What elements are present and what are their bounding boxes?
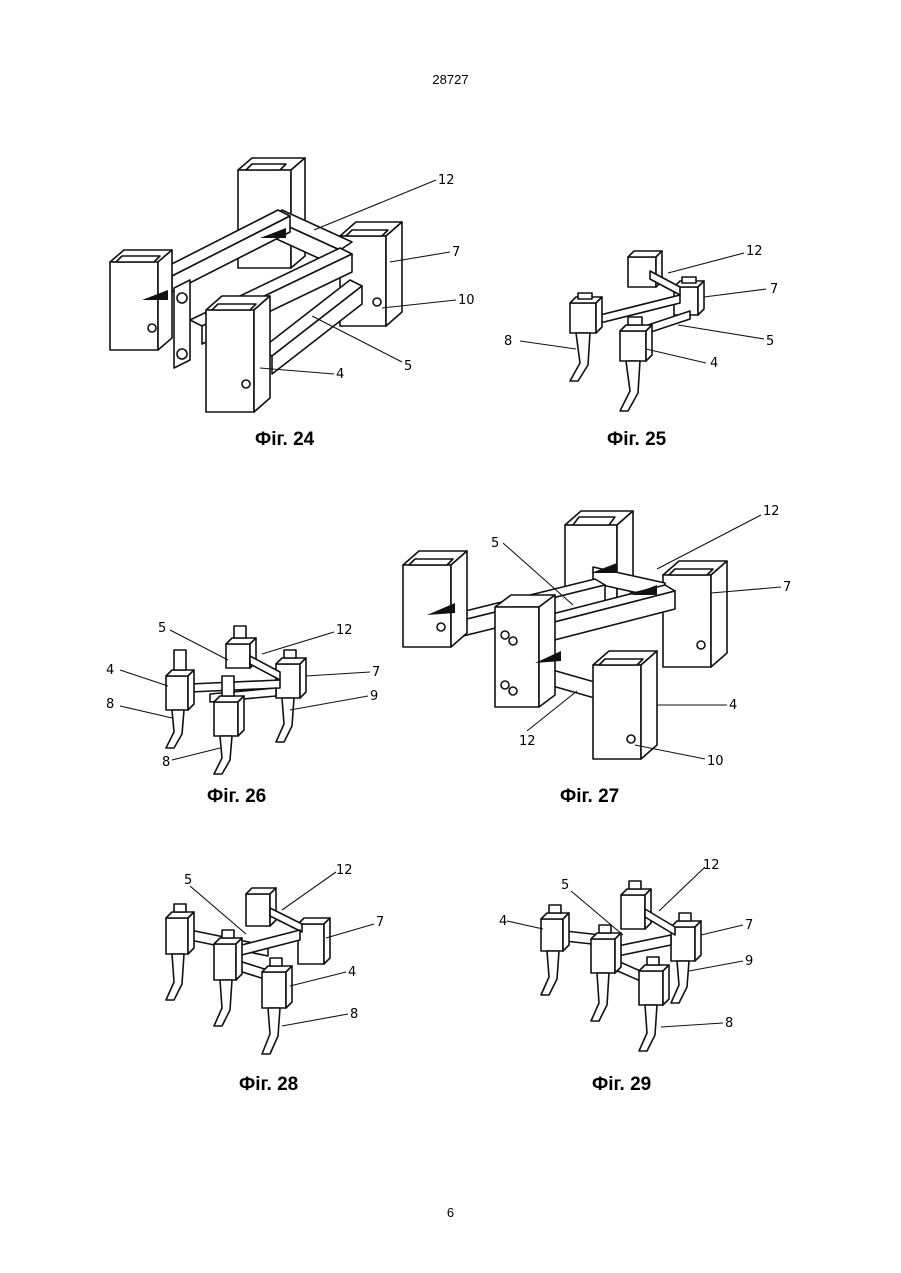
fig29-label-5: 5 — [561, 878, 569, 893]
fig26-label-9: 9 — [370, 689, 378, 704]
fig26-label-8b: 8 — [162, 755, 170, 770]
figure-27-drawing: 5 12 7 4 12 10 — [395, 495, 805, 775]
fig26-label-7: 7 — [372, 665, 380, 680]
figure-24-caption: Фіг. 24 — [255, 429, 314, 451]
fig28-label-4: 4 — [348, 965, 356, 980]
fig27-label-10: 10 — [707, 754, 724, 769]
fig27-label-12a: 12 — [763, 504, 780, 519]
fig25-label-4: 4 — [710, 356, 718, 371]
fig26-label-12: 12 — [336, 623, 353, 638]
fig25-label-8: 8 — [504, 334, 512, 349]
figure-29-drawing: 12 5 4 7 9 8 — [495, 855, 775, 1065]
fig29-label-7: 7 — [745, 918, 753, 933]
fig28-label-7: 7 — [376, 915, 384, 930]
fig24-label-12: 12 — [438, 173, 455, 188]
fig25-label-5: 5 — [766, 334, 774, 349]
fig29-label-9: 9 — [745, 954, 753, 969]
fig24-label-4: 4 — [336, 367, 344, 382]
figure-24-drawing: 12 7 10 5 4 — [100, 150, 480, 420]
fig24-label-5: 5 — [404, 359, 412, 374]
fig29-label-12: 12 — [703, 858, 720, 873]
fig25-label-12: 12 — [746, 244, 763, 259]
figure-28-drawing: 5 12 7 4 8 — [150, 860, 390, 1060]
figure-29-caption: Фіг. 29 — [592, 1074, 651, 1096]
fig24-label-7: 7 — [452, 245, 460, 260]
fig26-label-4: 4 — [106, 663, 114, 678]
figure-27-caption: Фіг. 27 — [560, 786, 619, 808]
fig29-label-8: 8 — [725, 1016, 733, 1031]
document-number: 28727 — [0, 72, 901, 87]
fig25-label-7: 7 — [770, 282, 778, 297]
fig24-label-10: 10 — [458, 293, 475, 308]
fig27-label-5: 5 — [491, 536, 499, 551]
fig29-label-4: 4 — [499, 914, 507, 929]
fig26-label-5: 5 — [158, 621, 166, 636]
fig28-label-8: 8 — [350, 1007, 358, 1022]
fig27-label-4: 4 — [729, 698, 737, 713]
figure-28-caption: Фіг. 28 — [239, 1074, 298, 1096]
fig28-label-12: 12 — [336, 863, 353, 878]
figure-25-drawing: 12 7 5 4 8 — [500, 235, 800, 425]
page-number: 6 — [0, 1205, 901, 1220]
figure-25-caption: Фіг. 25 — [607, 429, 666, 451]
fig28-label-5: 5 — [184, 873, 192, 888]
post-4 — [206, 296, 270, 412]
figure-26-drawing: 5 12 4 7 8 9 8 — [100, 610, 390, 780]
fig26-label-8a: 8 — [106, 697, 114, 712]
fig27-label-12b: 12 — [519, 734, 536, 749]
figure-26-caption: Фіг. 26 — [207, 786, 266, 808]
fig27-label-7: 7 — [783, 580, 791, 595]
